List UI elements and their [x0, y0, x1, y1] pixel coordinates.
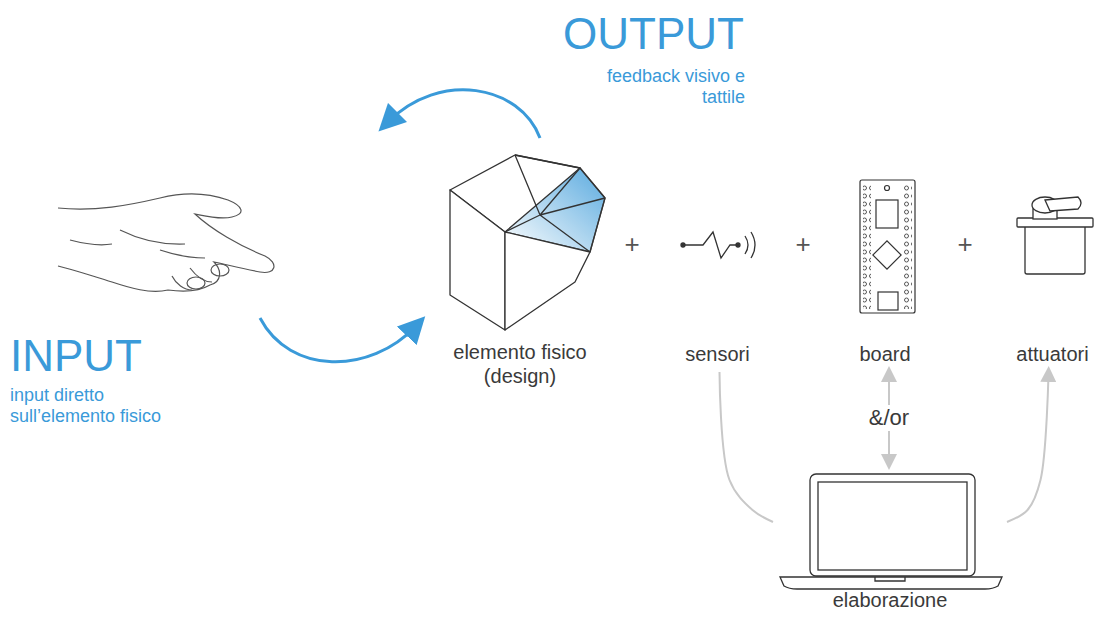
component-node: elaborazione — [775, 470, 1005, 612]
component-node: board — [835, 175, 935, 366]
laptop-icon — [780, 474, 1002, 589]
flow-connector — [1007, 374, 1049, 522]
input-arrow — [260, 318, 416, 362]
input-note: input diretto sull’elemento fisico — [10, 385, 210, 427]
output-heading: OUTPUT — [563, 8, 753, 59]
output-note: feedback visivo e tattile — [575, 66, 745, 108]
component-caption: elaborazione — [775, 588, 1005, 612]
component-node: attuatori — [1000, 190, 1105, 366]
component-node: sensori — [665, 215, 770, 366]
component-caption: attuatori — [1000, 342, 1105, 366]
component-caption: sensori — [665, 342, 770, 366]
plus-sign: + — [791, 229, 815, 259]
output-arrow — [388, 90, 540, 138]
plus-sign: + — [620, 229, 644, 259]
component-caption: board — [835, 342, 935, 366]
flow-connector — [720, 372, 774, 522]
plus-sign: + — [953, 229, 977, 259]
actuator-icon — [1017, 197, 1093, 274]
component-caption: elemento fisico (design) — [425, 340, 615, 388]
edge-label: &/or — [865, 405, 913, 431]
board-icon — [860, 180, 915, 313]
component-node: elemento fisico (design) — [425, 130, 615, 388]
hand-illustration — [58, 194, 274, 291]
sensor-symbol — [681, 232, 755, 258]
input-heading: INPUT — [10, 330, 210, 381]
physical-element-icon — [450, 155, 605, 330]
